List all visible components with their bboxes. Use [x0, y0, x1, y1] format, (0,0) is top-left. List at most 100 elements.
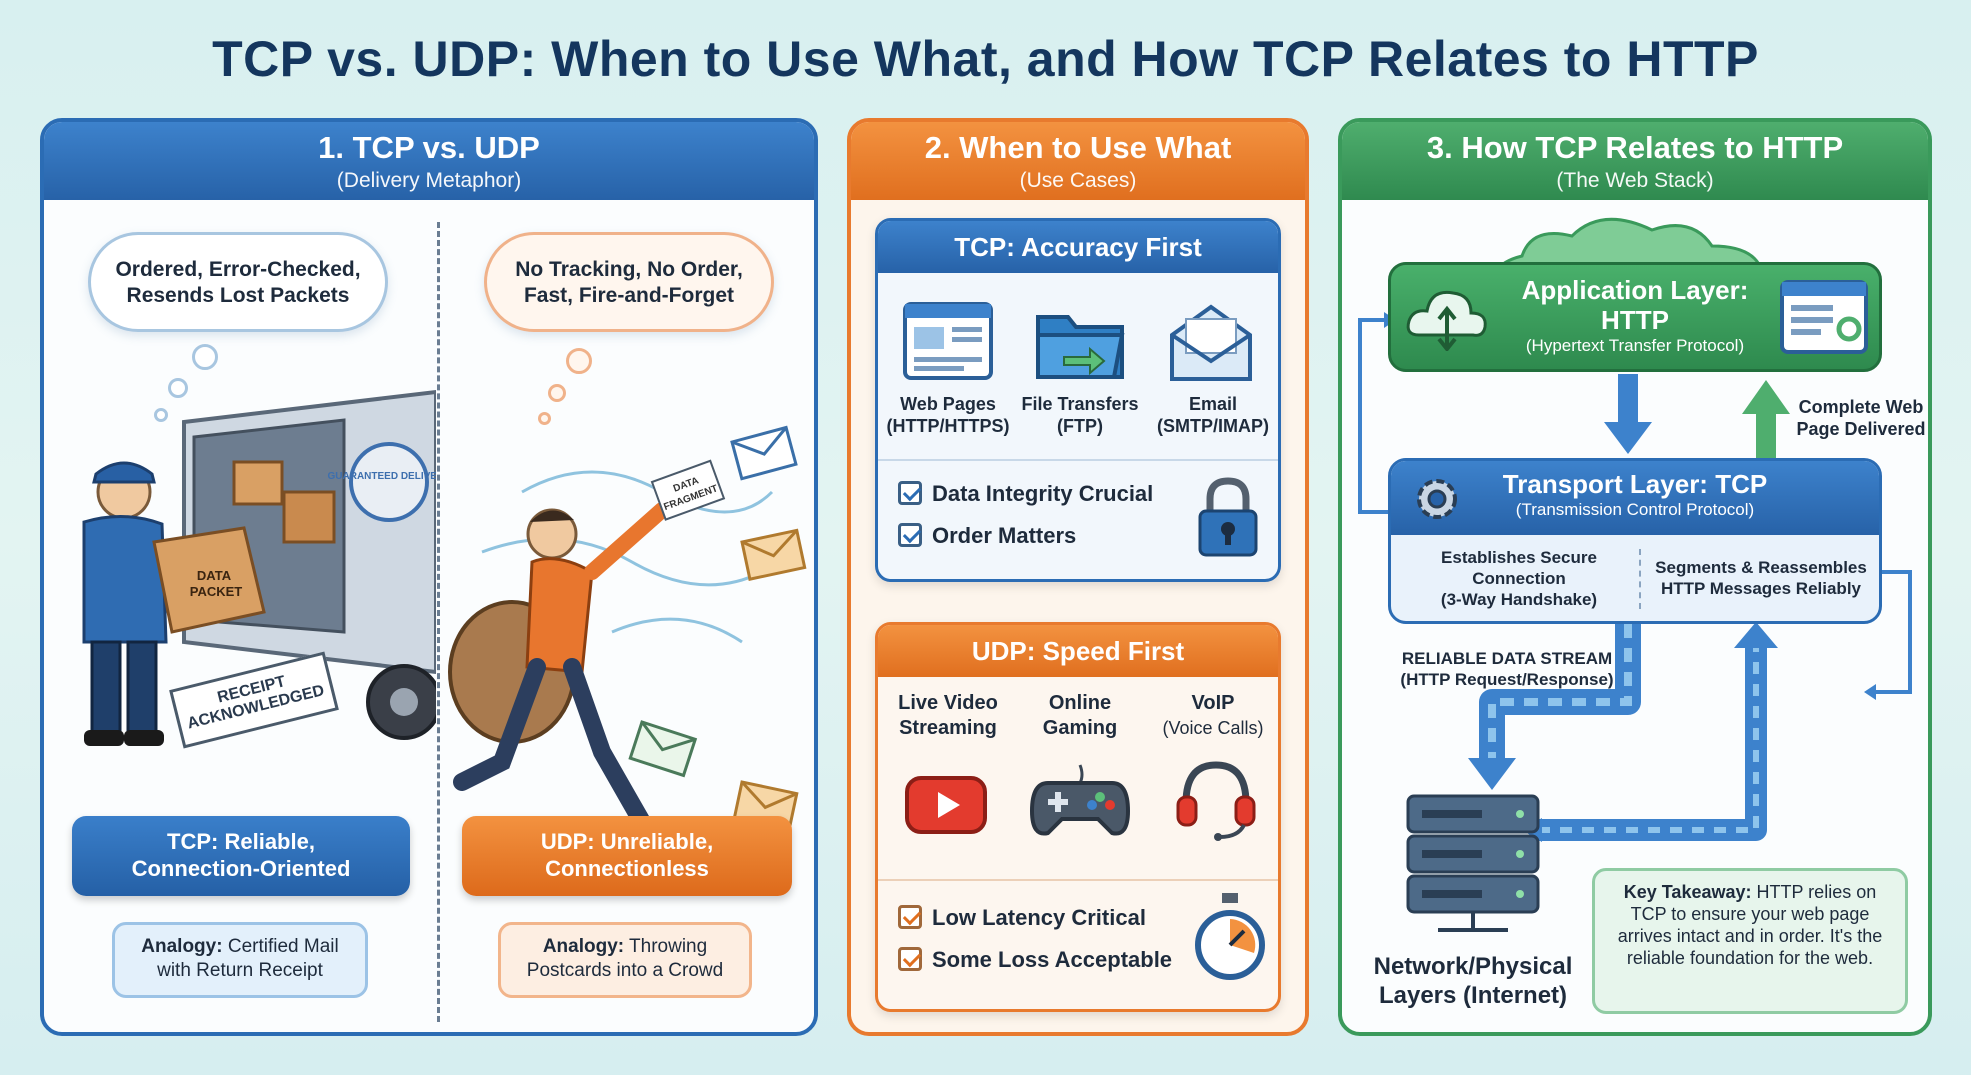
- segmentation-line1: Segments & Reassembles: [1655, 558, 1867, 577]
- check-label: Some Loss Acceptable: [932, 947, 1173, 972]
- check-label: Order Matters: [932, 523, 1077, 548]
- use-case-line2: Gaming: [1042, 717, 1118, 739]
- thought-bubble: [168, 378, 188, 398]
- panel3-header: 3. How TCP Relates to HTTP (The Web Stac…: [1342, 122, 1928, 200]
- truck-badge-text: GUARANTEED DELIVERY: [328, 471, 436, 482]
- use-case-email: Email (SMTP/IMAP): [1146, 393, 1278, 437]
- use-case-line2: Streaming: [899, 717, 997, 739]
- tcp-requirements: Data Integrity Crucial Order Matters: [878, 459, 1278, 579]
- handshake-line3: (3-Way Handshake): [1440, 590, 1598, 609]
- use-case-line2: (FTP): [1057, 416, 1103, 436]
- tcp-thought-cloud: Ordered, Error-Checked, Resends Lost Pac…: [88, 232, 388, 332]
- udp-pill-line1: UDP: Unreliable,: [540, 829, 714, 854]
- udp-analogy-text2: Postcards into a Crowd: [526, 960, 724, 981]
- padlock-icon: [1198, 477, 1258, 557]
- thought-bubble: [154, 408, 168, 422]
- use-case-line1: Web Pages: [900, 394, 996, 414]
- use-case-line2: (SMTP/IMAP): [1157, 416, 1269, 436]
- tcp-summary-pill: TCP: Reliable, Connection-Oriented: [72, 816, 410, 896]
- use-case-line1: VoIP: [1191, 692, 1235, 714]
- panel3-heading: 3. How TCP Relates to HTTP: [1426, 130, 1844, 165]
- app-layer-line1: Application Layer:: [1521, 275, 1749, 305]
- browser-window-icon: [1780, 280, 1868, 354]
- udp-card-title: UDP: Speed First: [878, 625, 1278, 677]
- udp-use-case-card: UDP: Speed First Live Video Streaming On…: [875, 622, 1281, 1012]
- stream-note-line1: RELIABLE DATA STREAM: [1401, 649, 1613, 668]
- thought-bubble: [548, 384, 566, 402]
- check-data-integrity: Data Integrity Crucial: [898, 481, 1153, 507]
- use-case-line1: Email: [1188, 394, 1238, 414]
- tcp-analogy-label: Analogy:: [141, 936, 223, 957]
- use-case-file-transfers: File Transfers (FTP): [1014, 393, 1146, 437]
- use-case-web-pages: Web Pages (HTTP/HTTPS): [882, 393, 1014, 437]
- takeaway-label: Key Takeaway:: [1623, 882, 1752, 902]
- tcp-analogy-text1: Certified Mail: [227, 936, 339, 957]
- tcp-pill-line1: TCP: Reliable,: [167, 829, 315, 854]
- network-layers-label: Network/Physical Layers (Internet): [1358, 952, 1588, 1010]
- panel2-subheading: (Use Cases): [1019, 169, 1137, 192]
- check-label: Low Latency Critical: [932, 905, 1146, 930]
- udp-analogy-text1: Throwing: [629, 936, 708, 957]
- checkbox-icon: [898, 523, 922, 547]
- use-case-voip: VoIP (Voice Calls): [1146, 691, 1278, 741]
- udp-analogy-box: Analogy: Throwing Postcards into a Crowd: [498, 922, 752, 998]
- transport-layer-box: Transport Layer: TCP (Transmission Contr…: [1388, 458, 1882, 624]
- box-label-line1: DATA: [197, 568, 232, 583]
- tcp-analogy-text2: with Return Receipt: [157, 960, 323, 981]
- handshake-line1: Establishes Secure: [1441, 548, 1597, 567]
- panel-web-stack: 3. How TCP Relates to HTTP (The Web Stac…: [1338, 118, 1932, 1036]
- tcp-card-title: TCP: Accuracy First: [878, 221, 1278, 273]
- web-page-icon: [903, 302, 993, 380]
- delivered-note-line1: Complete Web: [1798, 397, 1924, 417]
- stack-flow-arrows: [1358, 312, 1912, 932]
- check-loss-acceptable: Some Loss Acceptable: [898, 947, 1172, 973]
- gamepad-icon: [1029, 764, 1131, 836]
- panel2-heading: 2. When to Use What: [924, 130, 1232, 165]
- reliable-stream-note: RELIABLE DATA STREAM (HTTP Request/Respo…: [1372, 648, 1642, 690]
- handshake-description: Establishes Secure Connection (3-Way Han…: [1401, 547, 1637, 610]
- tcp-use-case-card: TCP: Accuracy First Web Pages (HTTP/HTTP…: [875, 218, 1281, 582]
- transport-column-divider: [1639, 549, 1641, 609]
- use-case-line2: (HTTP/HTTPS): [886, 416, 1010, 436]
- transport-layer-header: Transport Layer: TCP (Transmission Contr…: [1391, 461, 1879, 535]
- segmentation-line2: HTTP Messages Reliably: [1661, 579, 1861, 598]
- thought-bubble: [538, 412, 551, 425]
- use-case-line1: Online: [1048, 692, 1112, 714]
- check-order-matters: Order Matters: [898, 523, 1076, 549]
- use-case-line1: Live Video: [898, 692, 998, 714]
- tcp-analogy-box: Analogy: Certified Mail with Return Rece…: [112, 922, 368, 998]
- udp-delivery-illustration: DATA FRAGMENT: [448, 425, 807, 833]
- use-case-line2: (Voice Calls): [1162, 718, 1264, 738]
- thought-bubble: [192, 344, 218, 370]
- video-play-icon: [905, 776, 987, 834]
- transport-layer-subtitle: (Transmission Control Protocol): [1515, 500, 1755, 519]
- udp-thought-cloud: No Tracking, No Order, Fast, Fire-and-Fo…: [484, 232, 774, 332]
- check-low-latency: Low Latency Critical: [898, 905, 1146, 931]
- check-label: Data Integrity Crucial: [932, 481, 1154, 506]
- network-label-line2: Layers (Internet): [1378, 982, 1568, 1009]
- udp-pill-line2: Connectionless: [545, 856, 709, 881]
- stream-note-line2: (HTTP Request/Response): [1400, 670, 1614, 689]
- headset-icon: [1176, 761, 1256, 841]
- app-layer-line3: (Hypertext Transfer Protocol): [1525, 336, 1745, 355]
- udp-summary-pill: UDP: Unreliable, Connectionless: [462, 816, 792, 896]
- application-layer-box: Application Layer: HTTP (Hypertext Trans…: [1388, 262, 1882, 372]
- takeaway-text: HTTP relies on TCP to ensure your web pa…: [1617, 882, 1883, 968]
- gear-icon: [1417, 479, 1457, 519]
- tcp-pill-line2: Connection-Oriented: [131, 856, 351, 881]
- app-layer-line2: HTTP: [1601, 305, 1669, 335]
- box-label-line2: PACKET: [190, 584, 243, 599]
- udp-requirements: Low Latency Critical Some Loss Acceptabl…: [878, 879, 1278, 1009]
- tcp-thought-line1: Ordered, Error-Checked,: [115, 258, 361, 281]
- use-case-line1: File Transfers: [1021, 394, 1139, 414]
- stopwatch-icon: [1195, 893, 1265, 980]
- envelope-icon: [1170, 304, 1252, 381]
- panel3-subheading: (The Web Stack): [1556, 169, 1714, 192]
- panel1-heading: 1. TCP vs. UDP: [318, 130, 540, 165]
- folder-icon: [1036, 315, 1125, 379]
- checkbox-icon: [898, 947, 922, 971]
- panel1-divider: [437, 222, 440, 1022]
- use-case-live-video: Live Video Streaming: [882, 691, 1014, 741]
- panel1-subheading: (Delivery Metaphor): [336, 169, 522, 192]
- transport-layer-title: Transport Layer: TCP: [1502, 469, 1768, 499]
